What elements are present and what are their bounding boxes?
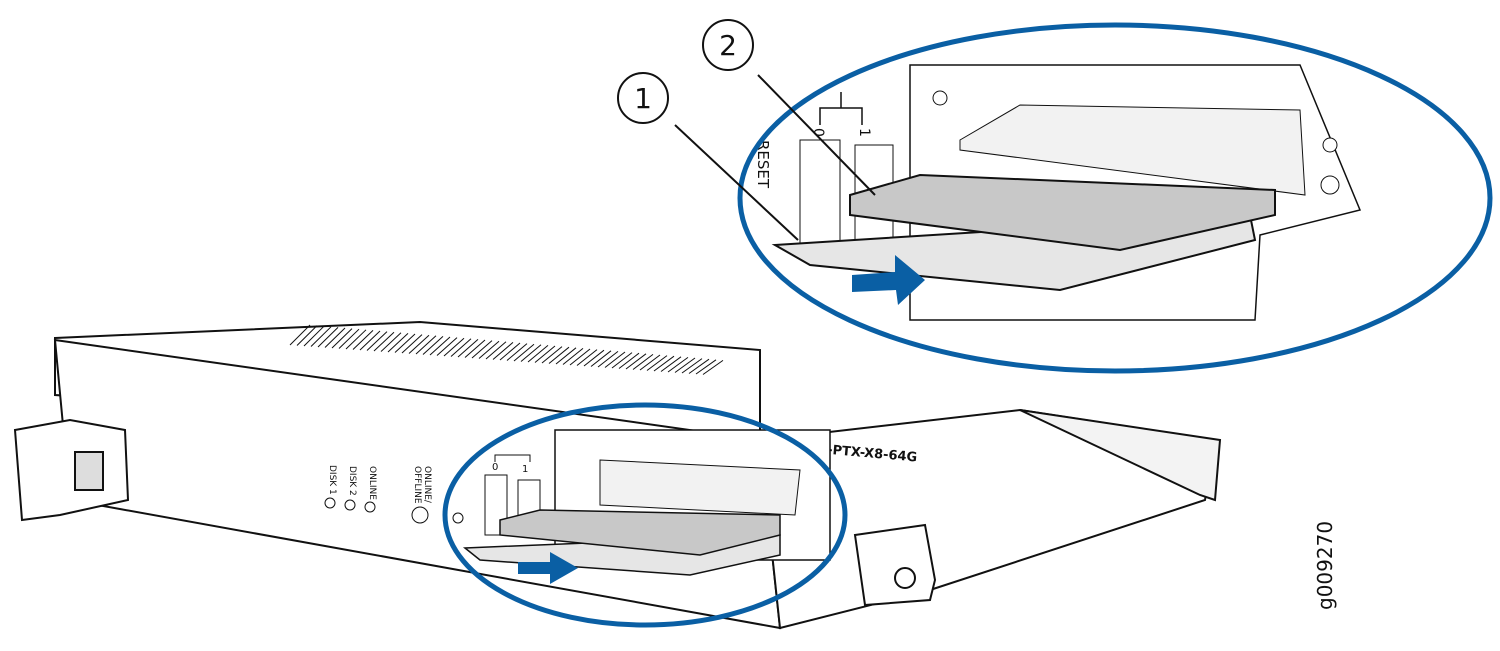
heatsink-fin xyxy=(303,325,325,347)
heatsink-fin xyxy=(695,359,717,375)
callout-1: 1 xyxy=(617,72,799,241)
led-disk2 xyxy=(344,499,356,511)
heatsink-fin xyxy=(688,358,710,374)
heatsink-fin xyxy=(310,326,332,347)
heatsink-fin xyxy=(478,340,500,359)
heatsink-fin xyxy=(352,330,374,350)
led-disk1 xyxy=(324,497,336,509)
heatsink-fin xyxy=(317,327,339,348)
heatsink-fin xyxy=(660,356,682,372)
heatsink-fin xyxy=(401,334,423,354)
heatsink-fin xyxy=(443,337,465,357)
heatsink-fin xyxy=(373,331,395,352)
heatsink-fin xyxy=(331,328,353,349)
callout-1-number: 1 xyxy=(634,82,652,115)
heatsink-fin xyxy=(359,330,381,351)
heatsink-fin xyxy=(548,346,570,364)
heatsink-fin xyxy=(632,354,654,370)
heatsink-fin xyxy=(366,331,388,351)
heatsink-fin xyxy=(625,353,647,370)
heatsink-fin xyxy=(499,342,521,361)
detail-ellipse-top xyxy=(737,22,1493,374)
detail-bottom: 0 1 xyxy=(442,402,848,628)
callout-1-leader xyxy=(674,124,799,241)
heatsink-fin xyxy=(534,345,556,363)
heatsink-fin xyxy=(408,334,430,354)
callout-2: 2 xyxy=(702,19,876,196)
heatsink-fin xyxy=(653,355,675,372)
button-label-online-offline-2: OFFLINE xyxy=(412,466,422,504)
heatsink-fin xyxy=(429,336,451,356)
heatsink-fin xyxy=(296,325,318,346)
heatsink-fin xyxy=(520,344,542,362)
heatsink-fin xyxy=(457,339,479,358)
heatsink-fin xyxy=(569,348,591,366)
heatsink-fin xyxy=(471,340,493,359)
reset-button[interactable] xyxy=(452,512,464,524)
connector-edge xyxy=(1019,409,1222,502)
heatsink-fin xyxy=(590,350,612,367)
figure-id: g009270 xyxy=(1313,521,1337,610)
heatsink-fin xyxy=(576,349,598,366)
heatsink-fin xyxy=(674,357,696,373)
led-label-online: ONLINE xyxy=(367,466,377,500)
ejector-handle-right xyxy=(853,523,937,607)
slot-label-0: 0 xyxy=(492,462,498,473)
button-label-online-offline-1: ONLINE/ xyxy=(422,466,432,504)
heatsink-fin xyxy=(562,348,584,365)
heatsink-fin xyxy=(618,352,640,369)
heatsink-fin xyxy=(604,351,626,368)
heatsink-fin xyxy=(450,338,472,357)
heatsink-fin xyxy=(555,347,577,365)
ejector-handle-left xyxy=(13,418,130,522)
heatsink-fin xyxy=(415,335,437,355)
heatsink-fin xyxy=(611,352,633,369)
heatsink-fin xyxy=(681,358,703,374)
heatsink-fin xyxy=(667,356,689,373)
reset-label: RESET xyxy=(754,140,772,189)
led-label-disk1: DISK 1 xyxy=(327,465,337,495)
heatsink-fin xyxy=(380,332,402,352)
heatsink-fin xyxy=(506,343,528,361)
ssd-module[interactable] xyxy=(849,173,1276,252)
heatsink-fin xyxy=(338,328,360,349)
slot-label-1: 1 xyxy=(522,464,528,475)
heatsink-fin xyxy=(646,355,668,371)
heatsink-fin xyxy=(527,345,549,363)
heatsink-fin xyxy=(513,343,535,362)
slot-label-0-zoom: 0 xyxy=(810,128,826,137)
detail-top: 0 1 RESET xyxy=(737,22,1493,374)
slot-label-1-zoom: 1 xyxy=(856,128,872,137)
heatsink-fin xyxy=(492,342,514,360)
detail-ellipse-bottom xyxy=(442,402,848,628)
heatsink-fin xyxy=(597,351,619,368)
heatsink-fin xyxy=(394,333,416,353)
heatsink-fin xyxy=(583,349,605,367)
heatsink-fin xyxy=(702,359,724,375)
callout-2-number: 2 xyxy=(719,29,737,62)
heatsink-fin xyxy=(387,333,409,353)
insert-arrow-top xyxy=(852,255,925,305)
heatsink-fin xyxy=(485,341,507,360)
heatsink-fins xyxy=(289,324,724,375)
online-offline-button[interactable] xyxy=(411,506,429,524)
heatsink-fin xyxy=(464,339,486,358)
heatsink-fin xyxy=(422,336,444,355)
led-label-disk2: DISK 2 xyxy=(347,466,357,496)
heatsink-fin xyxy=(436,337,458,356)
heatsink-fin xyxy=(289,324,311,346)
heatsink-fin xyxy=(345,329,367,350)
led-online xyxy=(364,501,376,513)
heatsink-fin xyxy=(541,346,563,364)
heatsink-fin xyxy=(639,354,661,371)
ssd-module-bottom[interactable] xyxy=(499,509,781,556)
heatsink-fin xyxy=(324,327,346,348)
callout-2-leader xyxy=(757,74,876,196)
insert-arrow-bottom xyxy=(518,552,578,584)
